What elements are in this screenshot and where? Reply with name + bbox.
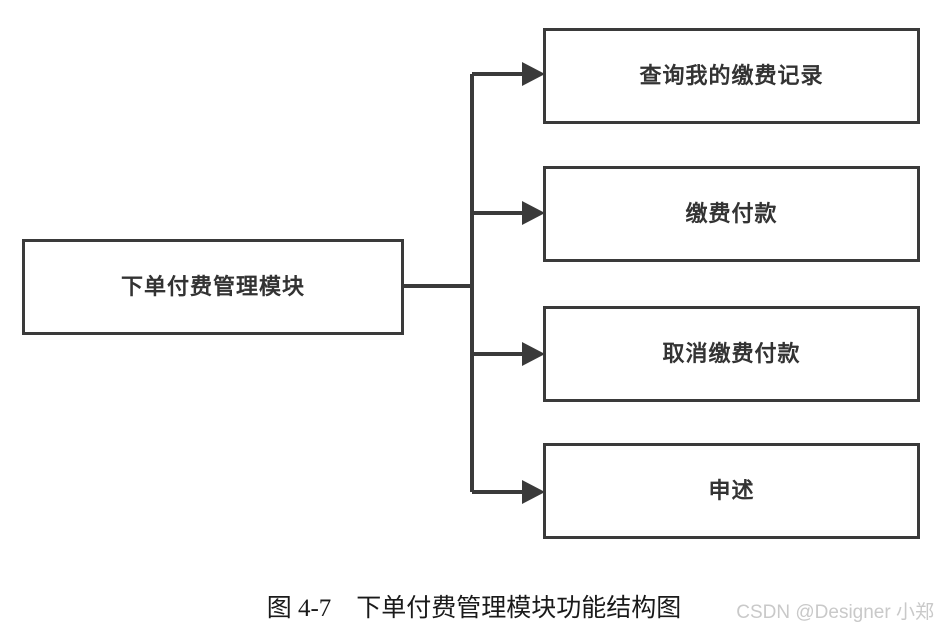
node-child-2-label: 取消缴费付款	[662, 341, 801, 366]
figure-caption: 图 4-7 下单付费管理模块功能结构图	[266, 595, 682, 622]
arrowhead-3	[522, 480, 545, 504]
node-pay-fee[interactable]: 缴费付款	[543, 166, 920, 262]
node-cancel-payment[interactable]: 取消缴费付款	[543, 306, 920, 402]
node-root[interactable]: 下单付费管理模块	[22, 239, 404, 335]
node-child-0-label: 查询我的缴费记录	[639, 63, 824, 88]
node-root-label: 下单付费管理模块	[120, 274, 305, 299]
arrowhead-1	[522, 201, 545, 225]
watermark: CSDN @Designer 小郑	[736, 602, 934, 623]
node-appeal[interactable]: 申述	[543, 443, 920, 539]
arrowhead-0	[522, 62, 545, 86]
node-query-my-payment-records[interactable]: 查询我的缴费记录	[543, 28, 920, 124]
arrowhead-2	[522, 342, 545, 366]
node-child-3-label: 申述	[708, 478, 755, 503]
node-child-1-label: 缴费付款	[685, 201, 778, 226]
